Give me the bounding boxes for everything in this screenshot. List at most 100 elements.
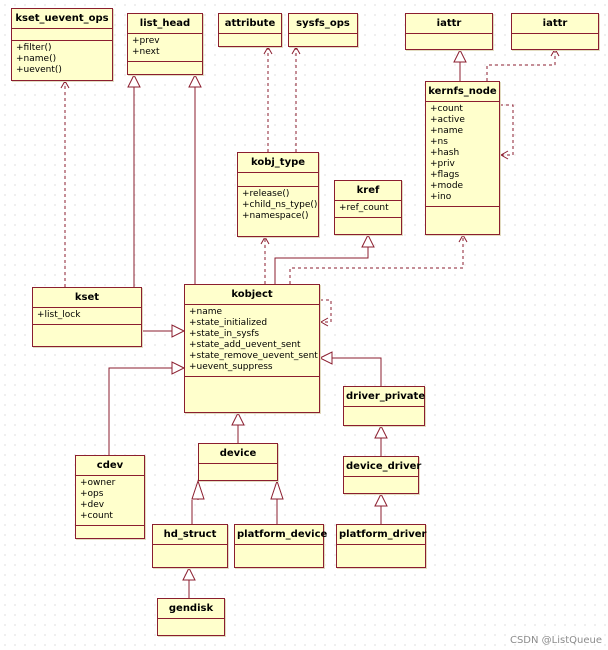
class-name: cdev	[76, 456, 144, 476]
attribute-section	[12, 29, 112, 41]
method-section	[76, 526, 144, 537]
class-name: hd_struct	[153, 525, 227, 545]
class-platform_driver: platform_driver	[336, 524, 426, 568]
class-hd_struct: hd_struct	[152, 524, 228, 568]
class-iattr: iattr	[405, 13, 493, 50]
attribute-section	[199, 464, 277, 473]
triangle-device-left	[191, 479, 205, 500]
attribute-section: +prev +next	[128, 34, 202, 62]
method: +filter()	[16, 43, 52, 53]
attribute-section	[238, 173, 318, 187]
attribute: +state_remove_uevent_sent	[189, 351, 318, 361]
method-section	[128, 62, 202, 73]
arrowhead-kobj_type	[260, 235, 270, 245]
class-name: sysfs_ops	[289, 14, 357, 34]
class-kset_uevent_ops: kset_uevent_ops +filter() +name() +ueven…	[11, 8, 113, 81]
arrowhead-attribute	[263, 45, 273, 55]
attribute: +owner	[80, 478, 116, 488]
class-gendisk: gendisk	[157, 598, 225, 636]
class-driver_private: driver_private	[343, 386, 425, 426]
method: +name()	[16, 54, 57, 64]
attribute-section	[344, 407, 424, 416]
triangle-list_head-left	[127, 73, 141, 88]
method-section	[426, 207, 499, 218]
class-name: kobj_type	[238, 153, 318, 173]
generalization-cdev-to-kobject	[108, 367, 172, 455]
class-list_head: list_head +prev +next	[127, 13, 203, 75]
triangle-kobject-kset	[171, 324, 186, 338]
arrowhead-kset_uevent_ops	[60, 79, 70, 89]
attribute-section	[158, 619, 224, 628]
class-kobj_type: kobj_type +release() +child_ns_type() +n…	[237, 152, 319, 237]
attribute: +mode	[430, 181, 464, 191]
method-section	[185, 377, 319, 388]
class-kobject: kobject +name +state_initialized +state_…	[184, 284, 320, 413]
attribute-section	[289, 34, 357, 40]
class-name: attribute	[219, 14, 281, 34]
triangle-kobject-cdev	[171, 361, 186, 375]
attribute: +name	[430, 126, 464, 136]
dependency-kobject-to-kernfs_node	[289, 236, 464, 284]
class-name: iattr	[406, 14, 492, 34]
class-kernfs_node: kernfs_node +count +active +name +ns +ha…	[425, 81, 500, 235]
attribute: +state_in_sysfs	[189, 329, 260, 339]
method-section	[33, 325, 141, 336]
method: +namespace()	[242, 211, 309, 221]
attribute: +uevent_suppress	[189, 362, 273, 372]
class-name: kernfs_node	[426, 82, 499, 102]
attribute: +ino	[430, 192, 452, 202]
method: +child_ns_type()	[242, 200, 318, 210]
arrowhead-sysfs_ops	[291, 45, 301, 55]
class-device: device	[198, 443, 278, 481]
arrowhead-kobject-self	[319, 317, 329, 327]
method-section: +release() +child_ns_type() +namespace()	[238, 187, 318, 225]
attribute-section	[219, 34, 281, 40]
class-attribute: attribute	[218, 13, 282, 47]
class-name: platform_device	[235, 525, 327, 545]
attribute: +prev	[132, 36, 160, 46]
class-kset: kset +list_lock	[32, 287, 142, 347]
class-name: device	[199, 444, 277, 464]
attribute: +ops	[80, 489, 104, 499]
triangle-kobject-device	[231, 411, 245, 426]
class-name: list_head	[128, 14, 202, 34]
method: +release()	[242, 189, 290, 199]
watermark-text: CSDN @ListQueue	[509, 635, 602, 646]
triangle-device-right	[270, 479, 284, 500]
method: +uevent()	[16, 65, 62, 75]
attribute: +ref_count	[339, 203, 389, 213]
attribute: +count	[80, 511, 113, 521]
attribute: +flags	[430, 170, 460, 180]
attribute-section: +owner +ops +dev +count	[76, 476, 144, 526]
attribute-section: +count +active +name +ns +hash +priv +fl…	[426, 102, 499, 207]
class-iattr-2: iattr	[511, 13, 599, 50]
class-kref: kref +ref_count	[334, 180, 402, 235]
class-name: driver_private	[344, 387, 425, 407]
method-section	[335, 218, 401, 229]
class-name: platform_driver	[337, 525, 426, 545]
arrowhead-kernfs_node-self	[499, 150, 509, 160]
attribute: +name	[189, 307, 223, 317]
attribute-section: +name +state_initialized +state_in_sysfs…	[185, 305, 319, 377]
class-name: kobject	[185, 285, 319, 305]
triangle-hd_struct	[182, 566, 196, 581]
class-name: kset	[33, 288, 141, 308]
class-platform_device: platform_device	[234, 524, 327, 568]
attribute: +state_initialized	[189, 318, 268, 328]
class-name: kref	[335, 181, 401, 201]
association-kobject-to-kref	[274, 247, 369, 284]
class-cdev: cdev +owner +ops +dev +count	[75, 455, 145, 539]
attribute: +priv	[430, 159, 455, 169]
attribute: +state_add_uevent_sent	[189, 340, 301, 350]
class-name: kset_uevent_ops	[12, 9, 112, 29]
self-dependency-kernfs_node	[500, 104, 514, 156]
attribute-section: +ref_count	[335, 201, 401, 218]
triangle-iattr	[453, 48, 467, 63]
dependency-kernfs_node-to-iattr-2	[486, 50, 556, 81]
class-device_driver: device_driver	[343, 456, 421, 494]
attribute: +list_lock	[37, 310, 81, 320]
attribute: +active	[430, 115, 465, 125]
attribute-section	[512, 34, 598, 43]
